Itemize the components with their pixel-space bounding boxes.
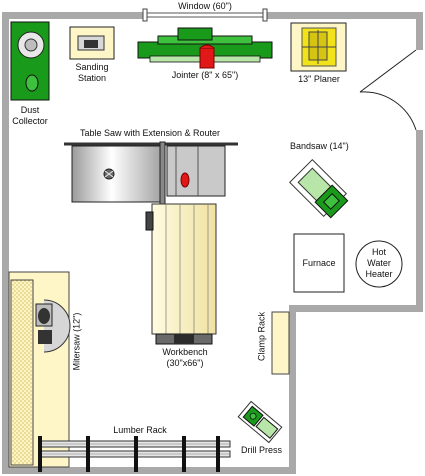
water-heater-label-line-3: Heater bbox=[365, 269, 393, 279]
jointer-label: Jointer (8" x 65") bbox=[171, 70, 239, 80]
dust-collector-label-line-2: Collector bbox=[12, 116, 48, 126]
water-heater bbox=[355, 240, 403, 288]
sanding-station bbox=[69, 26, 115, 60]
water-heater-label-line-2: Water bbox=[367, 258, 391, 268]
planer bbox=[290, 22, 347, 72]
lumber-rack-label: Lumber Rack bbox=[113, 425, 167, 435]
clamp-rack bbox=[271, 311, 290, 375]
furnace-label: Furnace bbox=[302, 258, 336, 268]
water-heater-label-line-1: Hot bbox=[371, 247, 386, 257]
lumber-rack bbox=[38, 436, 231, 472]
sanding-station-label-line-1: Sanding bbox=[75, 62, 109, 72]
workbench-label-line-2: (30"x66") bbox=[166, 358, 204, 368]
sanding-station-label: Sanding Station bbox=[62, 62, 122, 84]
bandsaw bbox=[289, 159, 349, 219]
planer-label: 13" Planer bbox=[298, 74, 340, 84]
mitersaw-station bbox=[8, 271, 71, 468]
workbench-label-line-1: Workbench bbox=[162, 347, 208, 357]
clamp-rack-label: Clamp Rack bbox=[256, 312, 267, 362]
mitersaw-label: Mitersaw (12") bbox=[71, 312, 82, 371]
water-heater-label: Hot Water Heater bbox=[356, 247, 402, 280]
table-saw-label: Table Saw with Extension & Router bbox=[79, 128, 221, 138]
table-saw bbox=[64, 141, 238, 205]
drill-press bbox=[237, 400, 283, 444]
furnace bbox=[293, 233, 345, 293]
window bbox=[142, 8, 268, 22]
sanding-station-label-line-2: Station bbox=[77, 73, 107, 83]
door bbox=[359, 49, 424, 131]
workbench-label: Workbench (30"x66") bbox=[150, 347, 220, 369]
dust-collector bbox=[10, 21, 50, 101]
window-label: Window (60") bbox=[178, 1, 232, 11]
bandsaw-label: Bandsaw (14") bbox=[290, 141, 349, 151]
workbench bbox=[145, 203, 217, 345]
dust-collector-label-line-1: Dust bbox=[20, 105, 40, 115]
dust-collector-label: Dust Collector bbox=[2, 105, 58, 127]
jointer bbox=[137, 27, 273, 69]
drill-press-label: Drill Press bbox=[241, 445, 283, 455]
